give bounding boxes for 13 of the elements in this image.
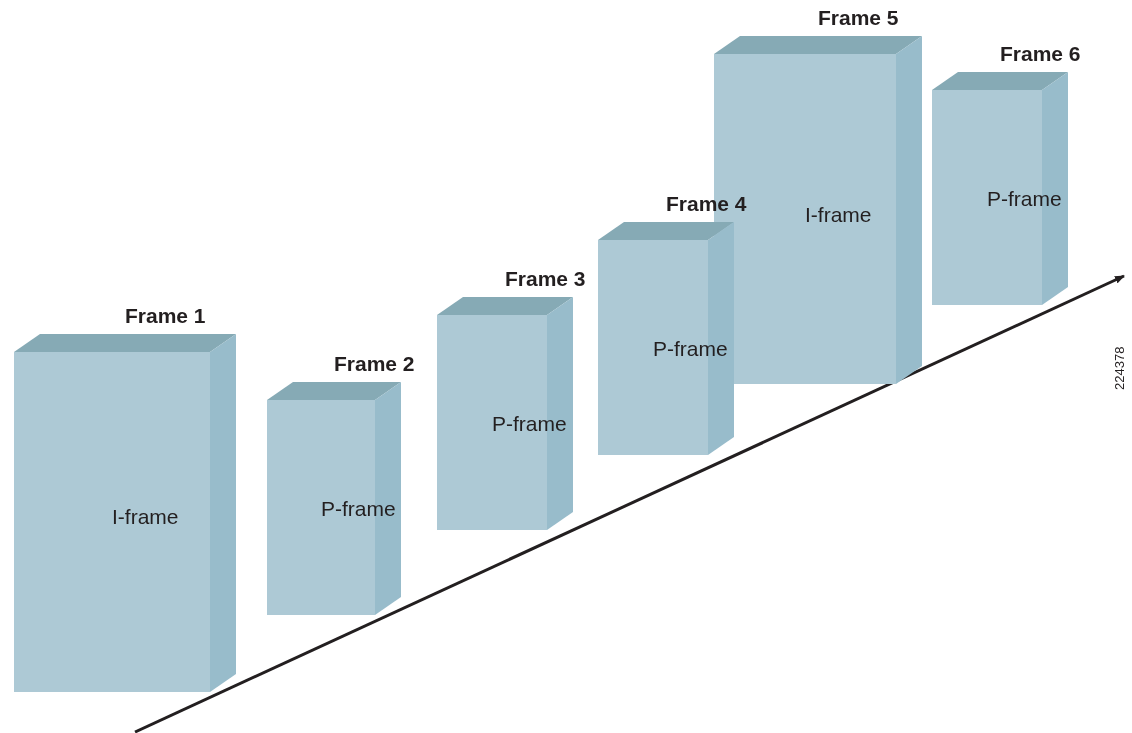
frame-heading: Frame 6 (1000, 42, 1081, 66)
frame-heading: Frame 4 (666, 192, 747, 216)
frame-type-label: I-frame (805, 202, 872, 227)
frame-heading: Frame 3 (505, 267, 586, 291)
frame-type-label: P-frame (653, 336, 728, 361)
frame-type-label: I-frame (112, 505, 179, 529)
frame-heading: Frame 1 (125, 304, 206, 328)
frame-type-label: P-frame (492, 411, 567, 436)
frame-type-label: P-frame (987, 186, 1062, 211)
figure-number: 224378 (1112, 346, 1127, 390)
frame-heading: Frame 2 (334, 352, 415, 376)
frame-heading: Frame 5 (818, 6, 899, 30)
frame-type-label: P-frame (321, 496, 396, 521)
